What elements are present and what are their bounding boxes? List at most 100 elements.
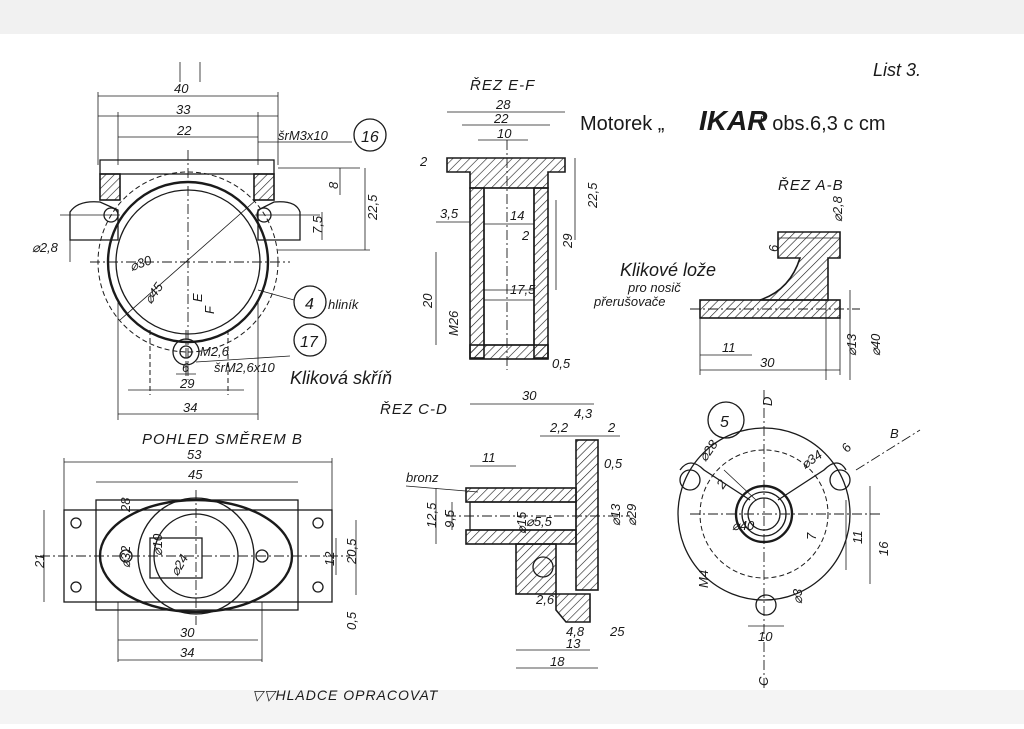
dim-34: 34	[183, 400, 197, 415]
bf-dim-d3: ⌀3	[790, 588, 805, 604]
view-b-dim-20-5: 20,5	[344, 538, 359, 565]
ab-dim-d2-8: ⌀2,8	[830, 195, 845, 222]
dim-22-5: 22,5	[365, 194, 380, 221]
bf-dim-16: 16	[876, 541, 891, 556]
dim-22: 22	[176, 123, 192, 138]
dim-29: 29	[179, 376, 194, 391]
cd-dim-d5-5: ⌀5,5	[526, 514, 553, 529]
line-label-d: D	[760, 397, 775, 406]
view-b-dim-30: 30	[180, 625, 195, 640]
ef-dim-29: 29	[560, 234, 575, 249]
view-b-dim-28: 28	[118, 497, 133, 513]
scan-edge-bottom	[0, 690, 1024, 724]
view-b-dim-53: 53	[187, 447, 202, 462]
ef-dim-22: 22	[493, 111, 509, 126]
scan-edge-top	[0, 0, 1024, 34]
dim-40: 40	[174, 81, 189, 96]
ab-dim-11: 11	[722, 340, 736, 355]
title-name: IKAR	[699, 105, 768, 136]
dim-d45: ⌀45	[141, 279, 167, 306]
ef-dim-3-5: 3,5	[440, 206, 459, 221]
section-cd: ŘEZ C-D 30 4,3 2,2 2 11 0,5 bronz 12,5 9…	[380, 388, 639, 669]
ab-dim-6: 6	[766, 244, 781, 252]
view-b-dim-d32: ⌀32	[118, 545, 133, 568]
bf-dim-d34: ⌀34	[798, 447, 825, 472]
ef-dim-22-5: 22,5	[585, 182, 600, 209]
ef-dim-m26: M26	[446, 310, 461, 336]
cd-dim-9-5: 9,5	[442, 509, 457, 528]
cd-dim-2-6: 2,6	[535, 592, 555, 607]
cd-dim-25: 25	[609, 624, 625, 639]
dim-6: 6	[182, 360, 190, 375]
ef-dim-2: 2	[419, 154, 428, 169]
ab-dim-d13: ⌀13	[844, 333, 859, 356]
bearing-front-view: 5 D C B ⌀28 ⌀34 6 2 ⌀40 7 11 16 M4 ⌀3 10	[677, 390, 921, 690]
section-ef: ŘEZ E-F 28 22 10 2 22,5 3,5 14 2 29 20 1…	[419, 77, 600, 371]
ef-dim-28: 28	[495, 97, 511, 112]
sheet-label: List 3.	[873, 60, 921, 80]
section-ab-title: ŘEZ A-B	[778, 177, 844, 194]
cd-dim-2-2: 2,2	[549, 420, 569, 435]
dim-7-5: 7,5	[310, 215, 325, 234]
dim-8: 8	[326, 181, 341, 189]
screw-top: šrM3x10	[278, 128, 329, 143]
callout-4	[293, 285, 327, 319]
section-ab-name: Klikové lože	[620, 260, 716, 280]
bf-dim-6: 6	[838, 440, 855, 455]
section-cd-title: ŘEZ C-D	[380, 401, 448, 418]
bf-dim-d40: ⌀40	[732, 518, 755, 533]
ab-dim-d40: ⌀40	[868, 333, 883, 356]
ef-dim-2b: 2	[521, 228, 530, 243]
marker-f: F	[202, 305, 217, 314]
section-ab-subtitle-1: pro nosič	[627, 280, 681, 295]
cd-dim-d13: ⌀13	[608, 503, 623, 526]
cd-dim-d29: ⌀29	[624, 504, 639, 526]
ef-dim-10: 10	[497, 126, 512, 141]
bf-dim-7: 7	[804, 532, 819, 540]
cd-dim-11: 11	[482, 450, 496, 465]
material-name: hliník	[328, 297, 360, 312]
callout-5	[707, 401, 745, 439]
view-b: POHLED SMĚREM B 53 45 21 28 ⌀10 ⌀32 ⌀24 …	[32, 431, 359, 662]
line-label-c: C	[756, 676, 771, 686]
cd-dim-12-5: 12,5	[424, 502, 439, 528]
title-suffix: “ obs.6,3 c cm	[760, 113, 886, 135]
callout-16	[353, 118, 387, 152]
section-ab-subtitle-2: přerušovače	[593, 294, 666, 309]
dim-m2-6: M2,6	[200, 344, 230, 359]
view-b-title: POHLED SMĚREM B	[142, 431, 303, 448]
screw-bottom: šrM2,6x10	[214, 360, 275, 375]
surface-note: ▽▽HLADCE OPRACOVAT	[252, 687, 439, 703]
crankcase-front-view: 40 33 22 34 29 6 M2,6	[32, 62, 392, 420]
dim-33: 33	[176, 102, 191, 117]
view-b-dim-45: 45	[188, 467, 203, 482]
cd-dim-30: 30	[522, 388, 537, 403]
view-b-dim-12: 12	[322, 551, 337, 566]
cd-dim-d15: ⌀15	[514, 511, 529, 534]
cd-dim-18: 18	[550, 654, 565, 669]
ab-dim-30: 30	[760, 355, 775, 370]
cd-dim-13: 13	[566, 636, 581, 651]
bf-dim-10: 10	[758, 629, 773, 644]
callout-16-label: 16	[361, 129, 379, 146]
callout-17	[293, 323, 327, 357]
dim-d2-8: ⌀2,8	[32, 240, 59, 255]
view-b-dim-21: 21	[32, 554, 47, 569]
section-ab: ŘEZ A-B ⌀2,8 6 11 30 ⌀13 ⌀40 Klikové lož…	[593, 177, 883, 380]
callout-5-label: 5	[720, 414, 729, 431]
view-b-dim-34: 34	[180, 645, 194, 660]
ef-dim-0-5: 0,5	[552, 356, 571, 371]
bf-dim-2: 2	[713, 476, 730, 492]
cd-dim-2: 2	[607, 420, 616, 435]
section-ef-title: ŘEZ E-F	[470, 77, 535, 94]
title-prefix: Motorek „	[580, 113, 664, 135]
ef-dim-17-5: 17,5	[510, 282, 536, 297]
marker-e: E	[190, 293, 205, 302]
view-b-dim-d10: ⌀10	[150, 533, 165, 556]
crankcase-name: Kliková skříň	[290, 368, 392, 388]
cd-dim-4-8: 4,8	[566, 624, 585, 639]
cd-dim-4-3: 4,3	[574, 406, 593, 421]
view-b-dim-0-5: 0,5	[344, 611, 359, 630]
